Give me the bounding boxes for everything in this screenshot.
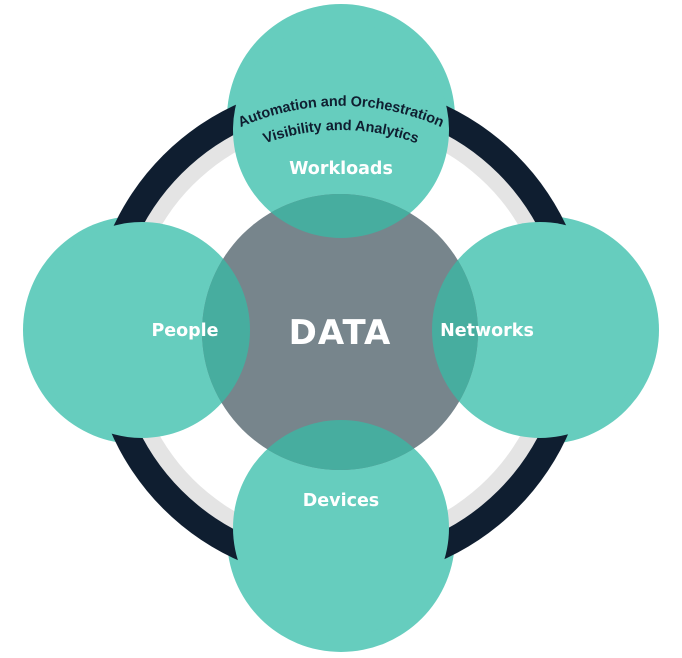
inner-lobes (34, 22, 648, 636)
lobe-top-inner (233, 22, 449, 238)
pillar-label-people: People (151, 321, 218, 341)
data-center-circle (202, 194, 478, 470)
pillar-label-workloads: Workloads (289, 159, 393, 179)
lobe-bottom-inner (233, 420, 449, 636)
pillar-label-networks: Networks (440, 321, 534, 341)
center-label-data: DATA (289, 313, 392, 353)
lobe-left-inner (34, 222, 250, 438)
pillar-label-devices: Devices (303, 491, 379, 511)
lobe-right-inner (432, 222, 648, 438)
